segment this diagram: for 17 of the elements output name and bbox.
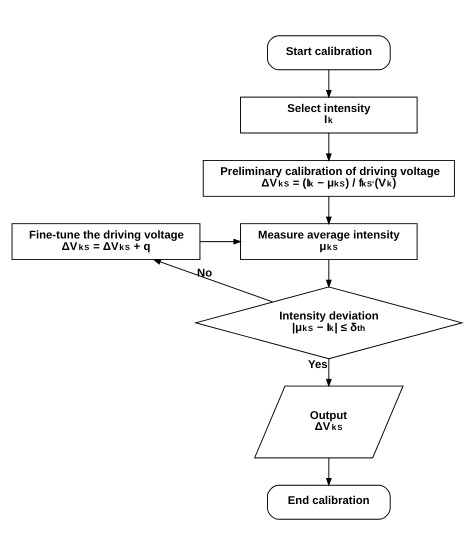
- node-box: End calibration: [266, 484, 391, 520]
- node-box: Start calibration: [266, 35, 391, 70]
- arrow: [326, 196, 332, 226]
- node-box: Measure average intensity μkS: [240, 223, 418, 260]
- node-diamond: Intensity deviation |μkS − Ik| ≤ δth: [194, 286, 464, 360]
- node-box: Fine-tune the driving voltage ΔVkS = ΔVkS + q: [12, 223, 200, 260]
- node-box: Select intensity Ik: [240, 96, 418, 134]
- node-box: Preliminary calibration of driving voltage ΔVkS = (Ik − μkS) / fkS′(Vk): [202, 160, 455, 197]
- arrow: [152, 259, 274, 302]
- edge-label: Yes: [308, 359, 328, 372]
- edge-label: No: [197, 268, 212, 280]
- arrow: [200, 238, 242, 245]
- arrow: [326, 458, 332, 486]
- arrow: [326, 69, 332, 98]
- arrow: [326, 132, 332, 162]
- arrow: [326, 358, 332, 388]
- arrow: [326, 259, 332, 288]
